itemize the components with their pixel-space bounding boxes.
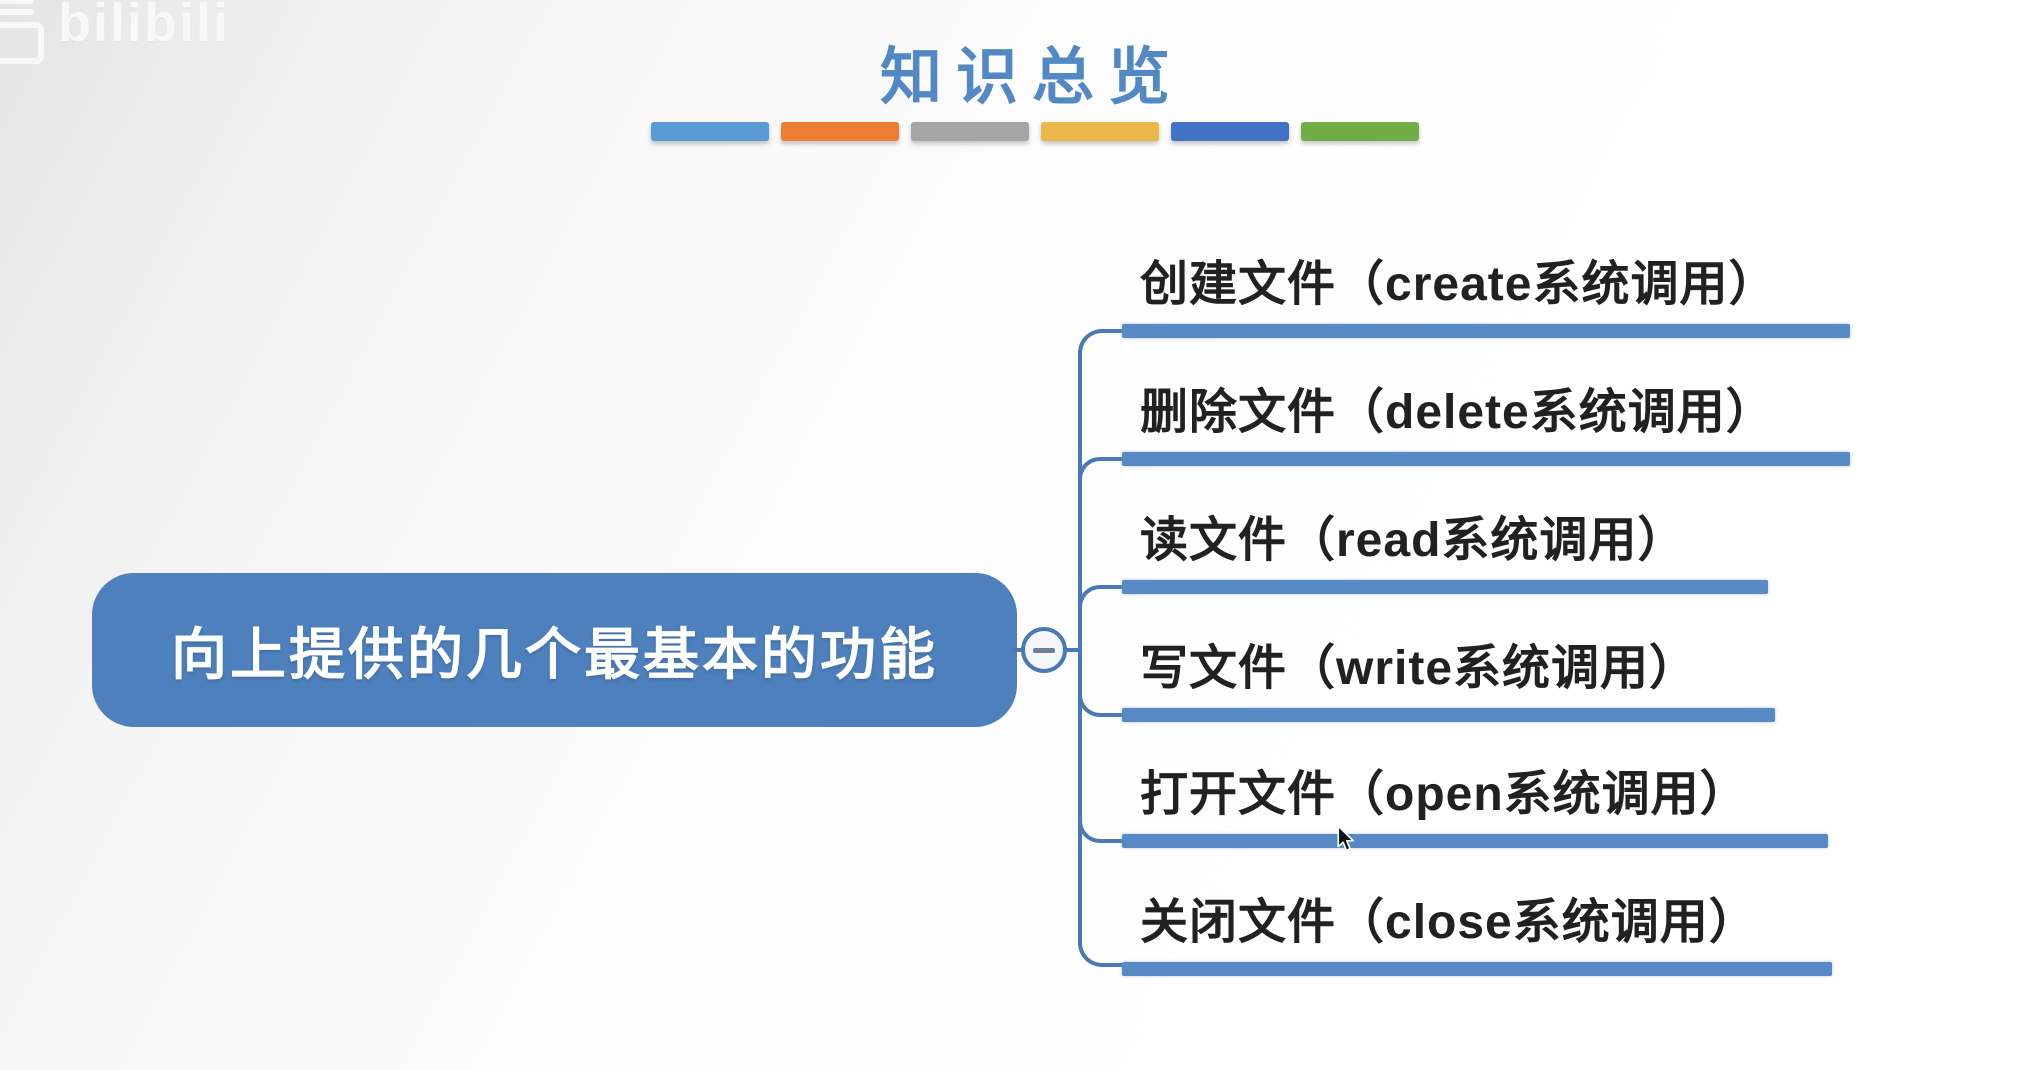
branch-label-create[interactable]: 创建文件（create系统调用） bbox=[1140, 258, 1778, 311]
connector-elbow-branch-2 bbox=[1078, 457, 1124, 495]
divider-segment-navy bbox=[1171, 122, 1289, 141]
branch-label-delete[interactable]: 删除文件（delete系统调用） bbox=[1140, 386, 1775, 439]
collapse-branch-button[interactable]: − bbox=[1021, 627, 1067, 673]
mouse-cursor bbox=[1337, 825, 1354, 852]
branch-label-open[interactable]: 打开文件（open系统调用） bbox=[1140, 768, 1749, 821]
branch-underline-open bbox=[1122, 834, 1828, 848]
page-title: 知识总览 bbox=[880, 40, 1185, 113]
branch-label-read[interactable]: 读文件（read系统调用） bbox=[1140, 514, 1687, 567]
divider-segment-orange bbox=[781, 122, 899, 141]
connector-elbow-branch-3 bbox=[1078, 585, 1124, 623]
bilibili-tv-icon bbox=[0, 0, 44, 64]
bilibili-watermark: bilibili bbox=[0, 0, 230, 64]
mindmap-root-node[interactable]: 向上提供的几个最基本的功能 bbox=[92, 573, 1017, 727]
connector-stub-left bbox=[1013, 648, 1023, 652]
branch-label-write[interactable]: 写文件（write系统调用） bbox=[1140, 642, 1699, 695]
divider-segment-green bbox=[1301, 122, 1419, 141]
bilibili-logo-text: bilibili bbox=[58, 0, 230, 53]
connector-elbow-branch-4 bbox=[1078, 679, 1124, 717]
branch-underline-write bbox=[1122, 708, 1775, 722]
title-divider bbox=[651, 122, 1419, 141]
connector-elbow-branch-5 bbox=[1078, 805, 1124, 843]
connector-stub-right bbox=[1061, 648, 1080, 652]
divider-segment-blue bbox=[651, 122, 769, 141]
branch-underline-read bbox=[1122, 580, 1768, 594]
branch-underline-create bbox=[1122, 324, 1850, 338]
root-node-label: 向上提供的几个最基本的功能 bbox=[171, 622, 938, 686]
divider-segment-gray bbox=[911, 122, 1029, 141]
divider-segment-gold bbox=[1041, 122, 1159, 141]
branch-label-close[interactable]: 关闭文件（close系统调用） bbox=[1140, 896, 1758, 949]
branch-underline-delete bbox=[1122, 452, 1850, 466]
branch-underline-close bbox=[1122, 962, 1832, 976]
minus-icon bbox=[1033, 647, 1055, 653]
